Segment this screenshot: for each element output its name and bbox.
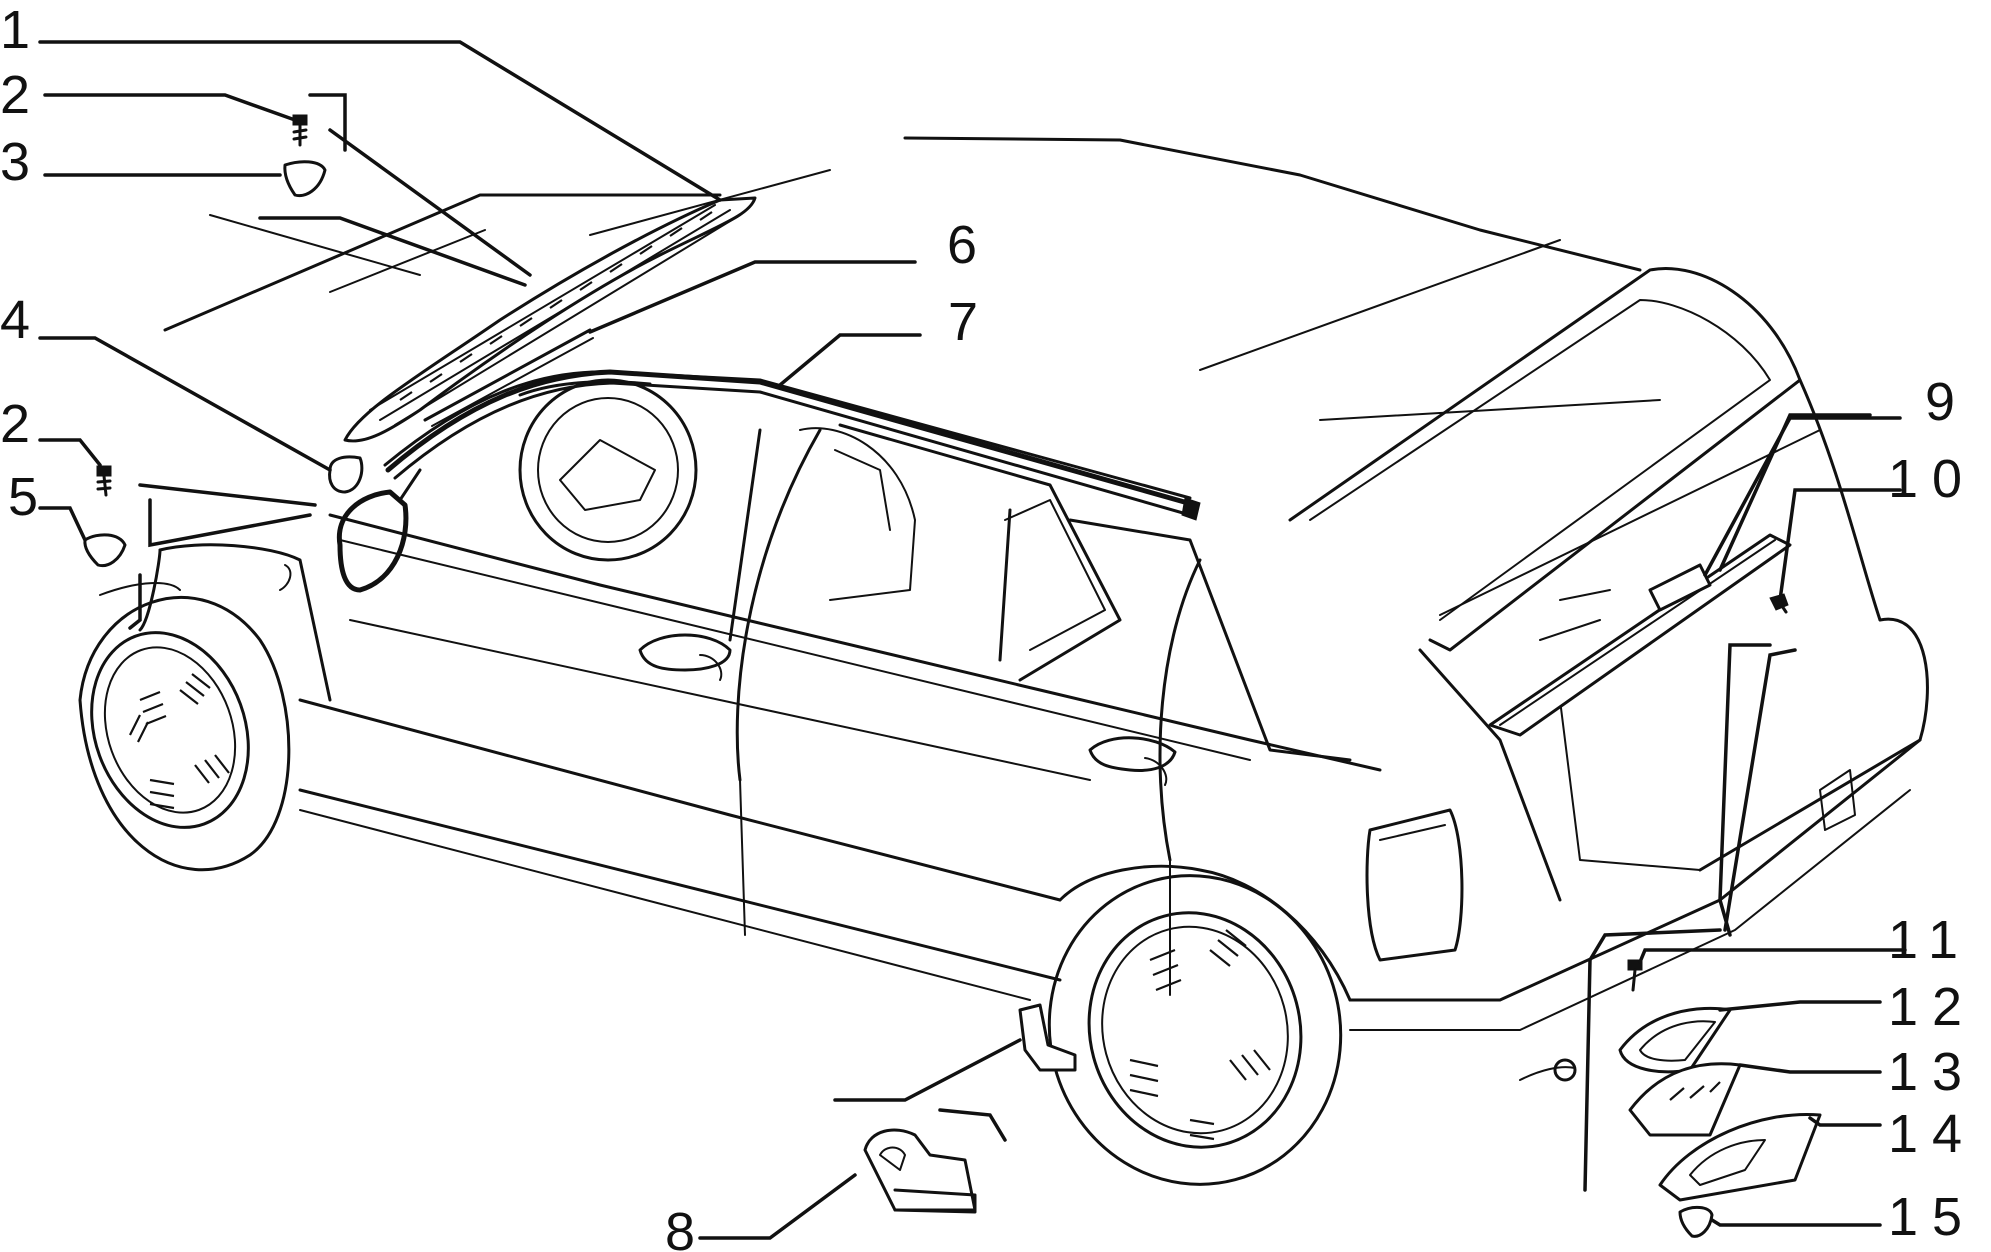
part-4-corner-trim [328, 455, 364, 494]
part-6-windscreen-moulding [423, 328, 594, 427]
callout-10: 10 [1888, 449, 1976, 509]
callout-12: 12 [1888, 977, 1976, 1037]
small-fasteners [83, 114, 1822, 1238]
callout-2-upper: 2 [0, 65, 30, 125]
callout-15: 15 [1888, 1187, 1976, 1247]
part-1-cowl-grille [343, 196, 757, 443]
leader-lines [38, 40, 1907, 1240]
callout-7: 7 [948, 292, 978, 352]
callout-3: 3 [0, 132, 30, 192]
part-9-tailgate-trim-strip [1488, 533, 1792, 737]
callout-2-lower: 2 [0, 394, 30, 454]
part-7-roof-drip-moulding [385, 369, 1201, 521]
callout-4: 4 [0, 290, 30, 350]
callout-13: 13 [1888, 1042, 1976, 1102]
callout-8: 8 [665, 1202, 695, 1252]
callout-11: 11 [1888, 910, 1972, 970]
callout-5: 5 [8, 467, 38, 527]
callout-1: 1 [0, 0, 30, 60]
part-10-screw [1769, 593, 1789, 614]
part-8-sill-bracket [863, 1003, 1077, 1214]
car-body-outline [78, 136, 1929, 1186]
callout-6: 6 [947, 215, 977, 275]
wheel-hub-markings [129, 673, 1271, 1141]
callout-9: 9 [1925, 372, 1955, 432]
callout-14: 14 [1888, 1104, 1976, 1164]
